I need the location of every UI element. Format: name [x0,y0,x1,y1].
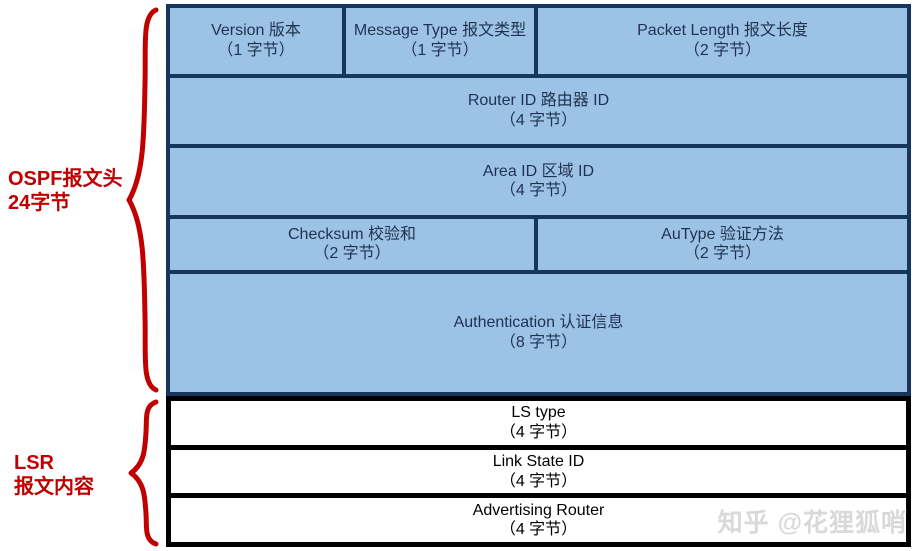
field-advertising-router-size: （4 字节） [499,521,578,539]
field-version-name: Version 版本 [211,22,301,40]
field-ls-type: LS type （4 字节） [171,401,906,445]
field-checksum-size: （2 字节） [313,245,391,263]
field-version-size: （1 字节） [217,41,295,59]
field-message-type: Message Type 报文类型 （1 字节） [346,8,534,74]
field-area-id: Area ID 区域 ID （4 字节） [170,148,907,215]
field-authentication-size: （8 字节） [499,333,578,351]
field-checksum-name: Checksum 校验和 [287,225,417,243]
header-row: Authentication 认证信息 （8 字节） [170,273,907,392]
field-autype-name: AuType 验证方法 [661,225,784,243]
header-row: Checksum 校验和 （2 字节） AuType 验证方法 （2 字节） [170,218,907,270]
field-packet-length: Packet Length 报文长度 （2 字节） [538,8,907,74]
ospf-header-brace-icon [126,7,159,393]
field-router-id-size: （4 字节） [499,111,578,129]
ospf-header-section: Version 版本 （1 字节） Message Type 报文类型 （1 字… [166,4,911,396]
field-area-id-name: Area ID 区域 ID [482,162,595,180]
field-link-state-id-size: （4 字节） [499,472,578,490]
field-authentication-name: Authentication 认证信息 [453,314,624,332]
field-advertising-router: Advertising Router （4 字节） [171,498,906,543]
field-ls-type-size: （4 字节） [499,423,578,441]
field-link-state-id-name: Link State ID [492,452,585,470]
field-link-state-id: Link State ID （4 字节） [171,449,906,494]
field-packet-length-name: Packet Length 报文长度 [637,22,808,40]
lsr-body-section: LS type （4 字节） Link State ID （4 字节） Adve… [166,396,911,547]
field-packet-length-size: （2 字节） [683,41,762,59]
field-ls-type-name: LS type [511,404,566,422]
field-router-id-name: Router ID 路由器 ID [467,92,610,110]
field-message-type-name: Message Type 报文类型 [353,22,527,40]
field-authentication: Authentication 认证信息 （8 字节） [170,273,907,392]
field-checksum: Checksum 校验和 （2 字节） [170,218,534,270]
header-row: Area ID 区域 ID （4 字节） [170,148,907,215]
field-router-id: Router ID 路由器 ID （4 字节） [170,77,907,145]
lsr-body-label: LSR 报文内容 [14,452,94,498]
field-autype: AuType 验证方法 （2 字节） [538,218,907,270]
ospf-header-label: OSPF报文头 24字节 [8,168,123,214]
field-area-id-size: （4 字节） [499,182,578,200]
header-row: Router ID 路由器 ID （4 字节） [170,77,907,145]
field-advertising-router-name: Advertising Router [472,501,605,519]
field-message-type-size: （1 字节） [401,41,479,59]
field-autype-size: （2 字节） [683,245,762,263]
header-row: Version 版本 （1 字节） Message Type 报文类型 （1 字… [170,8,907,74]
lsr-body-brace-icon [128,399,159,547]
field-version: Version 版本 （1 字节） [170,8,342,74]
